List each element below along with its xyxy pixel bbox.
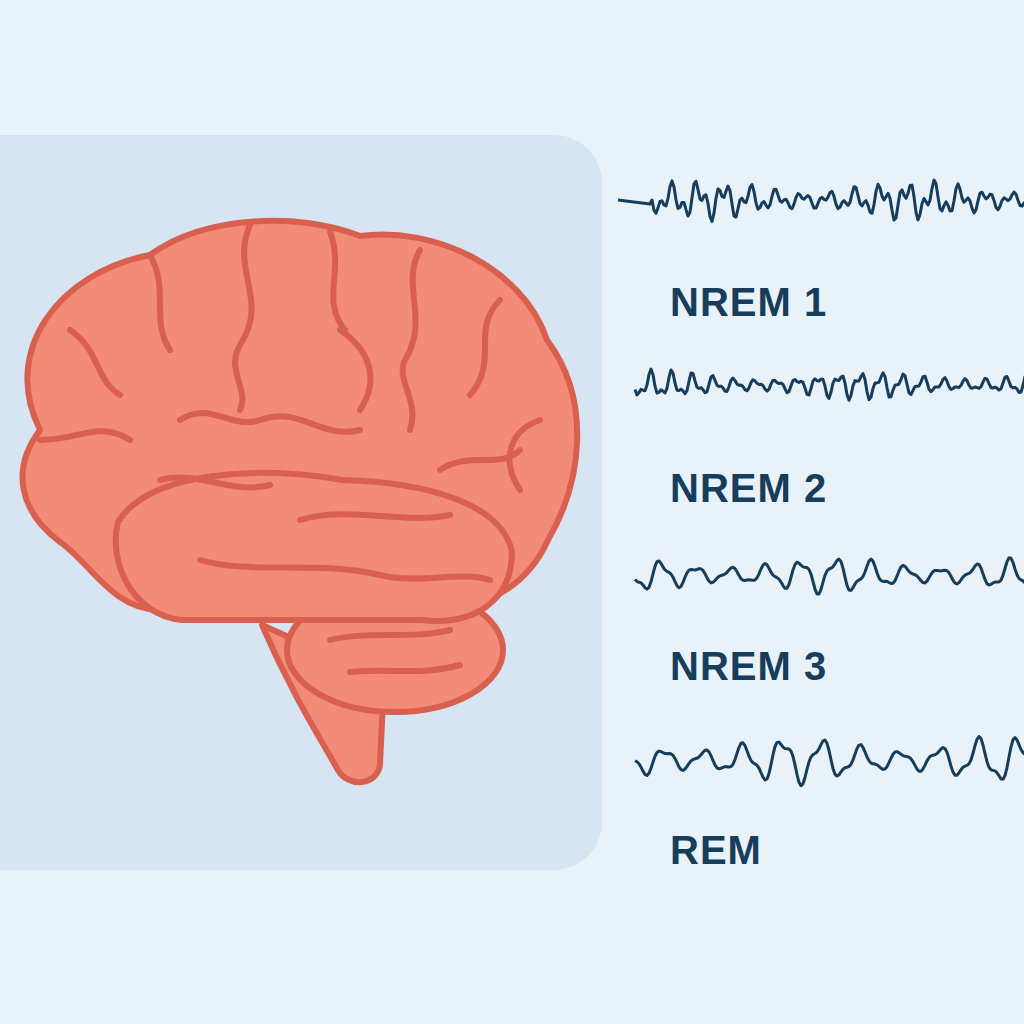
brain-panel — [0, 135, 602, 870]
eeg-trace — [635, 369, 1024, 400]
eeg-trace — [635, 558, 1024, 594]
eeg-trace — [635, 737, 1024, 786]
eeg-waves — [618, 180, 1024, 786]
stage-label: NREM 3 — [670, 646, 827, 686]
brain-illustration — [23, 221, 578, 782]
eeg-trace — [618, 180, 1024, 221]
stage-label: NREM 2 — [670, 468, 827, 508]
stage-label: NREM 1 — [670, 282, 827, 322]
stage-label: REM — [670, 830, 762, 870]
